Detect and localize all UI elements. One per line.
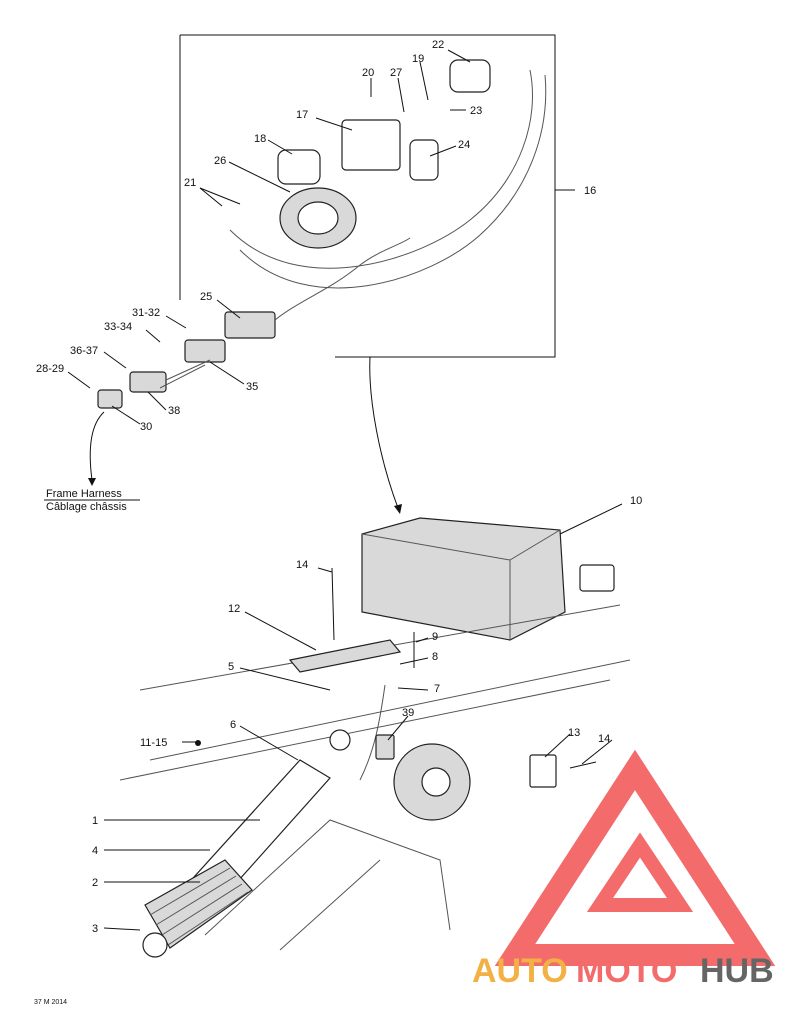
connector-part-30	[97, 389, 123, 409]
frame-harness-label: Frame Harness	[46, 488, 122, 500]
callout-13: 13	[568, 727, 580, 739]
main-assembly	[119, 517, 631, 958]
callout-14-right: 14	[598, 733, 610, 745]
callout-10: 10	[630, 495, 642, 507]
relay-part-18	[277, 149, 321, 185]
fuse-holder-part-22	[449, 59, 491, 93]
footer-code: 37 M 2014	[34, 999, 67, 1006]
callout-26: 26	[214, 155, 226, 167]
callout-11-15: 11-15	[140, 737, 167, 749]
callout-23: 23	[470, 105, 482, 117]
logo-text-moto: MOTO	[576, 952, 677, 990]
callout-25: 25	[200, 291, 212, 303]
box-connector	[579, 564, 615, 592]
harness-detail	[97, 59, 547, 409]
callout-30: 30	[140, 421, 152, 433]
callout-35: 35	[246, 381, 258, 393]
main-leaders	[103, 503, 623, 931]
callout-22: 22	[432, 39, 444, 51]
shock-eye-part-3	[142, 932, 168, 958]
connector-part-35	[184, 339, 226, 363]
inset-to-box-arrow	[369, 356, 399, 509]
cable-part-5	[359, 684, 386, 781]
logo-inner-mark	[586, 832, 694, 912]
callout-7: 7	[434, 683, 440, 695]
callout-1: 1	[92, 815, 98, 827]
callout-28-29: 28-29	[36, 363, 64, 375]
callout-19: 19	[412, 53, 424, 65]
callout-9: 9	[432, 631, 438, 643]
solenoid-part-17	[341, 119, 401, 171]
callout-4: 4	[92, 845, 98, 857]
bracket-part-12	[288, 639, 402, 673]
automotohub-logo: AUTO MOTO HUB	[472, 749, 776, 990]
mount-part-39	[375, 734, 395, 760]
callout-36-37: 36-37	[70, 345, 98, 357]
frame-harness-label-fr: Câblage châssis	[46, 501, 127, 513]
callout-16: 16	[584, 185, 596, 197]
callout-39: 39	[402, 707, 414, 719]
harness-leaders	[67, 49, 575, 425]
inset-frame	[180, 34, 556, 358]
sealant-drop-icon	[195, 740, 201, 746]
callout-20: 20	[362, 67, 374, 79]
callout-8: 8	[432, 651, 438, 663]
capacitor-part-24	[409, 139, 439, 181]
logo-triangle	[494, 749, 776, 966]
callout-21: 21	[184, 177, 196, 189]
battery-box-part-10	[361, 517, 566, 641]
callout-33-34: 33-34	[104, 321, 132, 333]
arrow-head-frame	[88, 478, 96, 486]
connector-part-25	[224, 311, 276, 339]
callout-38: 38	[168, 405, 180, 417]
bolt-part-14b	[569, 761, 597, 769]
callout-12: 12	[228, 603, 240, 615]
frame-harness-arrow	[89, 411, 105, 481]
callout-5: 5	[228, 661, 234, 673]
callout-24: 24	[458, 139, 470, 151]
callout-31-32: 31-32	[132, 307, 160, 319]
logo-text-auto: AUTO	[472, 952, 568, 990]
callout-17: 17	[296, 109, 308, 121]
arrow-head-box	[394, 504, 402, 514]
callout-18: 18	[254, 133, 266, 145]
callout-27: 27	[390, 67, 402, 79]
plate-part-13	[529, 754, 557, 788]
callout-3: 3	[92, 923, 98, 935]
callout-2: 2	[92, 877, 98, 889]
callout-6: 6	[230, 719, 236, 731]
callout-14-top: 14	[296, 559, 308, 571]
logo-text-hub: HUB	[700, 952, 774, 990]
bolt-part-14	[331, 567, 335, 641]
connector-part-38	[129, 371, 167, 393]
